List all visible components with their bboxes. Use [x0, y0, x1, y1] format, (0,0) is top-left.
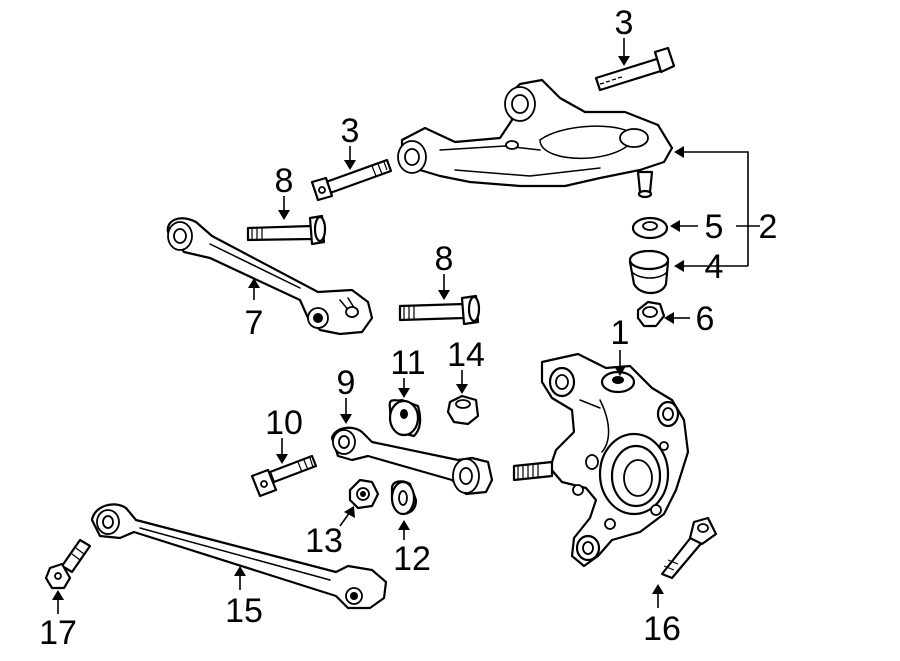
callout-8b: 8	[435, 240, 454, 278]
link-9	[330, 426, 494, 496]
callout-3a: 3	[615, 4, 634, 42]
callout-17: 17	[39, 614, 77, 652]
callout-1: 1	[611, 314, 630, 352]
bolt-16	[660, 516, 718, 580]
bolt-17	[44, 538, 92, 590]
callout-11: 11	[390, 344, 425, 382]
callout-15: 15	[225, 592, 263, 630]
bolt-10	[250, 454, 318, 498]
callout-labels: 1 2 3 3 4 5 6 7 8 8 9 10 11 12 13 14 15 …	[39, 4, 777, 652]
bolt-3-lower	[310, 158, 393, 202]
link-7	[166, 217, 374, 336]
callout-13: 13	[305, 522, 343, 560]
callout-10: 10	[265, 404, 303, 442]
callout-8a: 8	[275, 162, 294, 200]
callout-12: 12	[393, 540, 431, 578]
bolt-8-upper	[246, 214, 327, 246]
callout-6: 6	[696, 300, 715, 338]
nut-6	[636, 300, 666, 328]
nut-13	[348, 478, 380, 510]
spacer-12	[390, 480, 418, 516]
callout-2: 2	[759, 208, 778, 246]
callout-5: 5	[705, 208, 724, 246]
upper-control-arm	[397, 78, 674, 199]
link-15	[90, 503, 388, 610]
bolt-3-upper	[594, 46, 676, 92]
callout-7: 7	[245, 304, 264, 342]
knuckle-1	[512, 352, 690, 568]
callout-16: 16	[643, 610, 681, 648]
leader-lines	[52, 38, 760, 614]
callout-9: 9	[337, 364, 356, 402]
bolt-8-lower	[398, 294, 481, 326]
callout-4: 4	[705, 248, 724, 286]
spacer-11	[388, 398, 422, 438]
callout-14: 14	[447, 336, 485, 374]
callout-3b: 3	[341, 112, 360, 150]
bushing-4	[628, 249, 670, 295]
nut-14	[446, 394, 480, 426]
washer-5	[631, 216, 669, 240]
